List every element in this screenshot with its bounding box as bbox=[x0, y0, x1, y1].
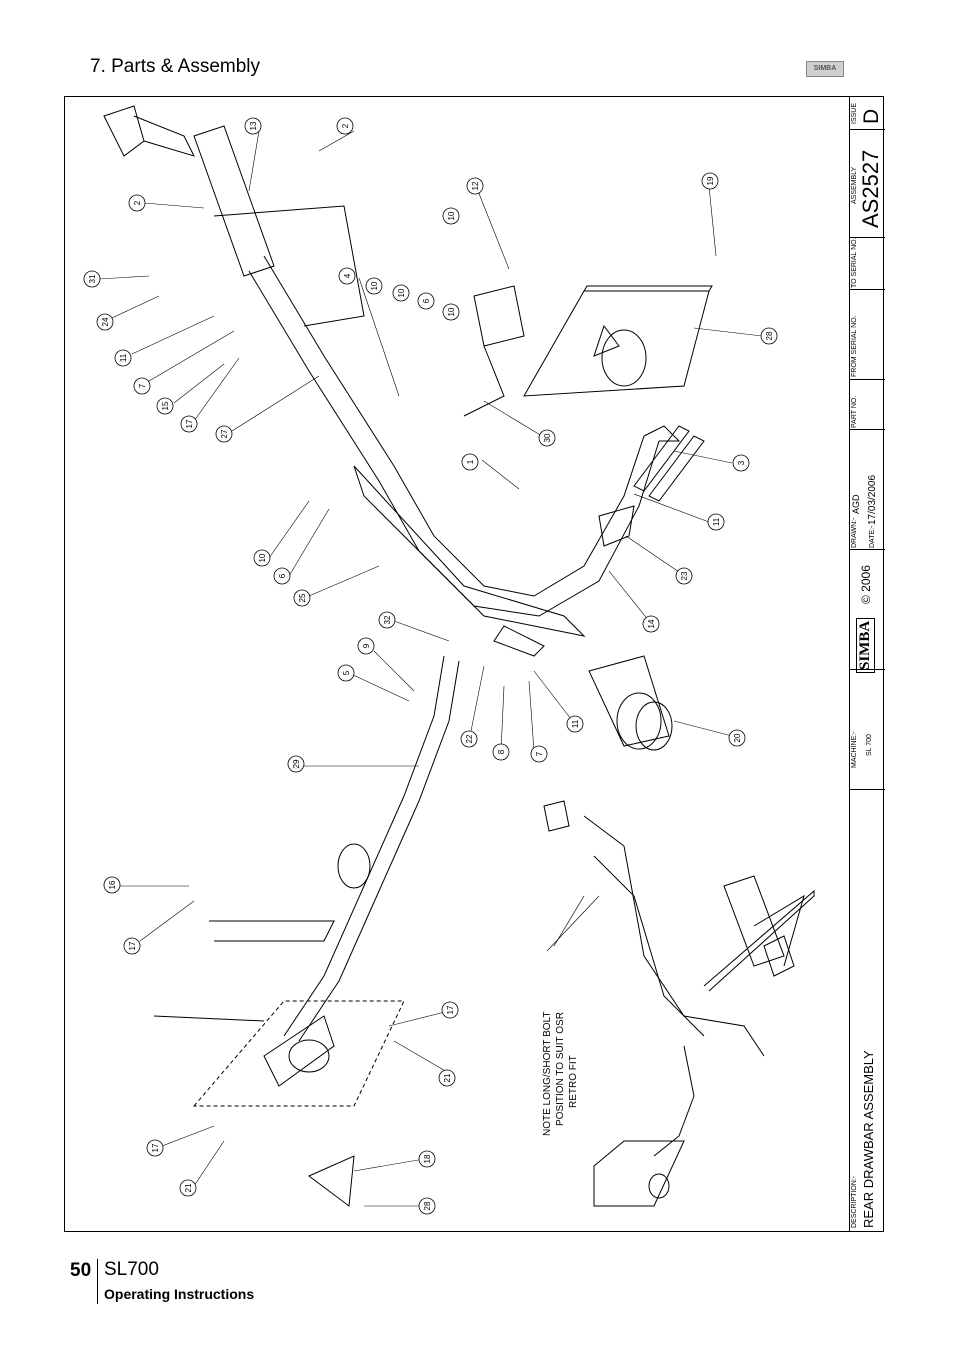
section-title: 7. Parts & Assembly bbox=[90, 56, 261, 77]
balloon: 3 bbox=[737, 460, 746, 465]
part-no-label: PART NO. bbox=[851, 395, 858, 428]
balloon: 24 bbox=[101, 317, 110, 326]
balloon: 14 bbox=[647, 619, 656, 628]
balloon: 10 bbox=[447, 307, 456, 316]
drawn-value: AGD bbox=[851, 494, 861, 514]
assembly-value: AS2527 bbox=[858, 149, 883, 228]
footer-divider bbox=[97, 1259, 98, 1304]
balloon: 9 bbox=[362, 643, 371, 648]
description-label: DESCRIPTION:- bbox=[851, 1175, 858, 1228]
brand-logo: SIMBA bbox=[806, 61, 844, 77]
balloon: 10 bbox=[258, 553, 267, 562]
machine-value: SL 700 bbox=[866, 734, 873, 756]
model-name: SL700 bbox=[104, 1259, 159, 1280]
issue-value: D bbox=[860, 108, 883, 124]
balloon: 22 bbox=[465, 734, 474, 743]
balloon: 6 bbox=[422, 298, 431, 303]
assembly-label: ASSEMBLY bbox=[851, 166, 858, 204]
part-no-cell bbox=[850, 380, 885, 430]
drawn-label: DRAWN:- bbox=[851, 517, 858, 548]
footer-subtitle: Operating Instructions bbox=[104, 1286, 255, 1302]
balloon: 5 bbox=[342, 670, 351, 675]
date-label: DATE:- bbox=[869, 525, 876, 548]
title-block bbox=[849, 96, 885, 1232]
balloon: 17 bbox=[446, 1005, 455, 1014]
balloon: 10 bbox=[447, 211, 456, 220]
balloon: 16 bbox=[108, 880, 117, 889]
balloon: 6 bbox=[278, 573, 287, 578]
from-serial-label: FROM SERIAL NO. bbox=[851, 315, 858, 377]
balloon: 20 bbox=[733, 733, 742, 742]
exploded-assembly-drawing: 13 2 2 31 24 11 7 15 17 27 4 10 10 6 10 … bbox=[83, 105, 815, 1215]
balloon: 11 bbox=[119, 353, 128, 362]
balloon: 10 bbox=[397, 288, 406, 297]
balloon: 2 bbox=[341, 123, 350, 128]
balloon: 27 bbox=[220, 429, 229, 438]
date-value: 17/03/2006 bbox=[867, 474, 878, 525]
balloon: 23 bbox=[680, 571, 689, 580]
balloon: 32 bbox=[383, 615, 392, 624]
page-number: 50 bbox=[70, 1260, 92, 1281]
balloon: 11 bbox=[571, 719, 580, 728]
note-line-3: RETRO FIT bbox=[568, 1055, 579, 1108]
logo-cell bbox=[850, 550, 885, 670]
from-serial-cell bbox=[850, 290, 885, 380]
to-serial-label: TO SERIAL NO. bbox=[851, 237, 858, 288]
issue-label: ISSUE bbox=[851, 102, 858, 124]
balloon: 11 bbox=[712, 517, 721, 526]
balloon: 21 bbox=[443, 1073, 452, 1082]
balloon: 7 bbox=[535, 751, 544, 756]
balloon: 25 bbox=[298, 593, 307, 602]
balloon: 1 bbox=[466, 459, 475, 464]
balloon: 8 bbox=[497, 749, 506, 754]
drawn-cell bbox=[850, 430, 885, 550]
balloon: 10 bbox=[370, 281, 379, 290]
simba-logo: SIMBA bbox=[856, 617, 875, 673]
balloon: 17 bbox=[185, 419, 194, 428]
balloon: 31 bbox=[88, 274, 97, 283]
balloon: 13 bbox=[249, 121, 258, 130]
balloon: 15 bbox=[161, 401, 170, 410]
copyright: © 2006 bbox=[859, 565, 873, 604]
balloon: 2 bbox=[133, 200, 142, 205]
balloon: 7 bbox=[138, 383, 147, 388]
balloon: 18 bbox=[423, 1154, 432, 1163]
note-line-1: NOTE LONG/SHORT BOLT bbox=[542, 1012, 553, 1136]
balloon: 17 bbox=[151, 1143, 160, 1152]
balloon: 19 bbox=[706, 176, 715, 185]
balloon: 4 bbox=[343, 273, 352, 278]
balloon: 17 bbox=[128, 941, 137, 950]
description-value: REAR DRAWBAR ASSEMBLY bbox=[861, 1050, 876, 1228]
to-serial-cell bbox=[850, 238, 885, 290]
balloon: 30 bbox=[543, 433, 552, 442]
balloon: 28 bbox=[423, 1201, 432, 1210]
balloon: 29 bbox=[292, 759, 301, 768]
balloon: 28 bbox=[765, 331, 774, 340]
balloon: 12 bbox=[471, 181, 480, 190]
note-line-2: POSITION TO SUIT OSR bbox=[555, 1012, 566, 1126]
issue-cell bbox=[850, 96, 885, 130]
drawing-frame bbox=[64, 96, 884, 1232]
machine-label: MACHINE:- bbox=[851, 731, 858, 768]
machine-cell bbox=[850, 670, 885, 790]
assembly-cell bbox=[850, 130, 885, 238]
balloon: 21 bbox=[184, 1183, 193, 1192]
